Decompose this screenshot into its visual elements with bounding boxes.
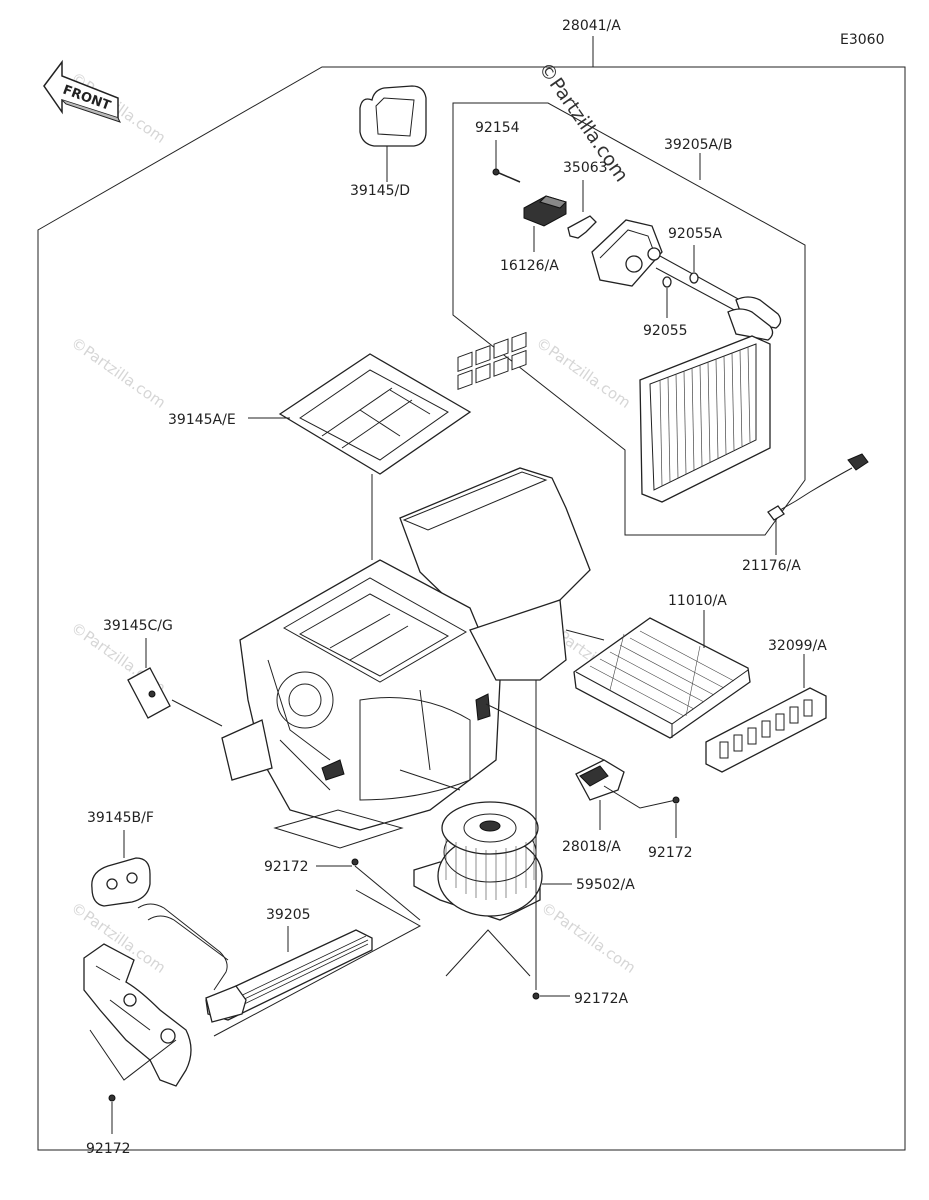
part-label-92055: 92055: [643, 323, 688, 339]
part-label-39145b-f: 39145B/F: [87, 810, 154, 826]
thermistor-21176a: [767, 453, 869, 521]
part-label-92055a: 92055A: [668, 226, 723, 242]
screw-icon: [492, 168, 521, 183]
filter-cover-32099a: [705, 687, 827, 773]
seal-frame-39145ae: [278, 353, 472, 475]
cabin-filter-11010a: [573, 617, 751, 739]
heater-core-39205: [137, 903, 373, 1023]
diagram-code: E3060: [840, 32, 884, 48]
assembly-boundary: [37, 66, 906, 1151]
evaporator-boundary: [452, 102, 806, 536]
blower-motor-59502a: [413, 801, 543, 921]
part-label-92172a: 92172A: [574, 991, 629, 1007]
part-label-92172-right: 92172: [648, 845, 693, 861]
part-label-11010-a: 11010/A: [668, 593, 727, 609]
clip-35063: [567, 215, 597, 239]
part-label-92172-center: 92172: [264, 859, 309, 875]
part-label-21176-a: 21176/A: [742, 558, 801, 574]
part-label-39145a-e: 39145A/E: [168, 412, 236, 428]
watermark-text: ©Partzilla.com: [538, 899, 639, 977]
sensor-16126a: [523, 195, 567, 227]
part-label-32099-a: 32099/A: [768, 638, 827, 654]
watermark-text: ©Partzilla.com: [68, 334, 169, 412]
part-label-28041-a: 28041/A: [562, 18, 621, 34]
part-label-92172-bottom: 92172: [86, 1141, 131, 1157]
part-label-39145-d: 39145/D: [350, 183, 410, 199]
o-ring-92055: [662, 276, 672, 288]
resistor-28018a: [575, 759, 625, 801]
part-label-92154: 92154: [475, 120, 520, 136]
part-label-39205a-b: 39205A/B: [664, 137, 732, 153]
part-label-59502-a: 59502/A: [576, 877, 635, 893]
gasket-39145d: [359, 85, 427, 147]
hvac-case: [221, 331, 591, 831]
screw-icon: [351, 858, 359, 866]
expansion-valve: [591, 219, 741, 313]
screw-icon: [532, 992, 540, 1000]
part-label-39145c-g: 39145C/G: [103, 618, 173, 634]
o-ring-92055a: [689, 272, 699, 284]
screw-icon: [108, 1094, 116, 1102]
seal-39145cg: [127, 667, 171, 719]
watermark-text: ©Partzilla.com: [533, 334, 634, 412]
part-label-39205: 39205: [266, 907, 311, 923]
evaporator-core: [639, 296, 782, 503]
seal-39145bf: [91, 857, 151, 907]
part-label-28018-a: 28018/A: [562, 839, 621, 855]
part-label-16126-a: 16126/A: [500, 258, 559, 274]
screw-icon: [672, 796, 680, 804]
part-label-35063: 35063: [563, 160, 608, 176]
duct-bracket: [83, 943, 192, 1087]
